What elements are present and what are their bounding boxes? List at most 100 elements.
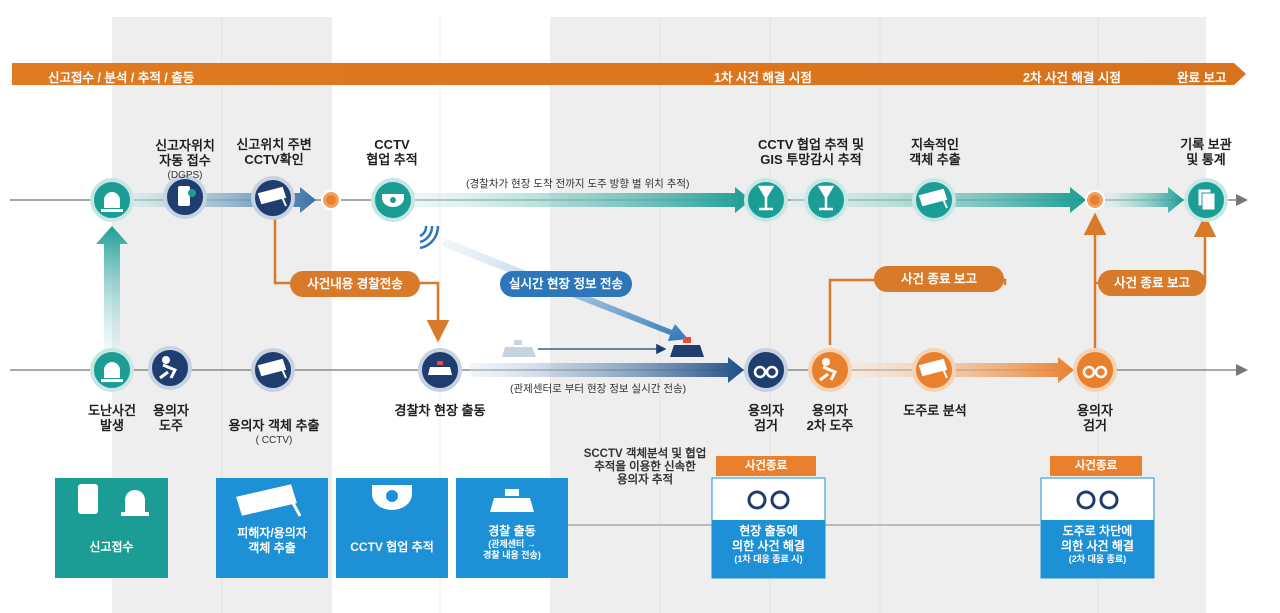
label-extract: 용의자 객체 추출 ( CCTV)	[214, 404, 334, 461]
label-flee: 용의자 도주	[153, 403, 189, 433]
node-continuous	[912, 178, 956, 222]
cctv-camera-icon	[918, 188, 948, 209]
note-top-line: (경찰차가 현장 도착 전까지 도주 방향 별 위치 추적)	[466, 178, 690, 190]
label-extract-title: 용의자 객체 추출	[228, 417, 320, 433]
label-extract-sub: ( CCTV)	[255, 434, 293, 446]
label-continuous: 지속적인 객체 추출	[909, 137, 961, 167]
label-records: 기록 보관 및 통계	[1180, 137, 1232, 167]
card-report-bg	[55, 478, 168, 578]
card-police-label: 경찰 출동	[488, 524, 536, 538]
node-arrest2	[1073, 348, 1117, 392]
pill-realtime: 실시간 현장 정보 전송	[500, 271, 632, 297]
node-police-car	[418, 348, 462, 392]
note-bottom-line: (관제센터로 부터 현장 정보 실시간 전송)	[510, 383, 687, 395]
pill-transmit: 사건내용 경찰전송	[290, 271, 420, 297]
cctv-camera-icon	[918, 358, 948, 379]
card-cctv: CCTV 협업 추적	[336, 520, 448, 578]
card-resolve1-tag: 사건종료	[716, 456, 816, 476]
label-dispatch: 경찰차 현장 출동	[394, 403, 486, 418]
note-scctv: SCCTV 객체분석 및 협업 추적을 이용한 신속한 용의자 추적	[583, 448, 707, 487]
police-car-icon	[428, 367, 452, 375]
node-gps	[163, 175, 207, 219]
banner-first-resolution: 1차 사건 해결 시점	[714, 71, 812, 85]
pill-end-report-1: 사건 종료 보고	[874, 266, 1004, 292]
label-cctv-check: 신고위치 주변 CCTV확인	[236, 137, 312, 167]
siren-icon	[101, 362, 123, 382]
node-route	[912, 348, 956, 392]
banner-complete: 완료 보고	[1177, 71, 1227, 85]
node-alarm-top	[90, 178, 134, 222]
banner-left-label: 신고접수 / 분석 / 추적 / 출동	[48, 71, 195, 85]
card-resolve2-tag: 사건종료	[1050, 456, 1142, 476]
node-alarm-bottom	[90, 348, 134, 392]
flow-arrow-bottom-2	[850, 357, 1074, 383]
milestone-dot-core	[326, 195, 336, 205]
label-gps-report-sub: (DGPS)	[167, 169, 203, 181]
label-route: 도주로 분석	[903, 403, 967, 418]
card-resolve2-bg	[1040, 477, 1155, 579]
police-car-ghost-icon	[502, 347, 536, 357]
card-cctv-bg	[336, 478, 448, 578]
card-victim-bg	[216, 478, 328, 578]
label-gps-report-title: 신고자위치 자동 접수	[155, 137, 215, 168]
handcuffs-icon	[1076, 490, 1096, 510]
siren-icon	[101, 192, 123, 212]
card-resolve2: 도주로 차단에 의한 사건 해결 (2차 대응 종료)	[1041, 520, 1154, 578]
card-resolve2-label: 도주로 차단에 의한 사건 해결	[1061, 524, 1134, 553]
handcuffs-icon	[753, 365, 767, 379]
card-cctv-label: CCTV 협업 추적	[350, 540, 434, 554]
card-police-small: (관제센터 → 경찰 내용 전송)	[483, 539, 541, 560]
car-ghost	[502, 340, 536, 357]
card-report-label: 신고접수	[89, 540, 134, 554]
signal-icon	[419, 225, 440, 250]
banner-second-resolution: 2차 사건 해결 시점	[1023, 71, 1121, 85]
flow-arrow-top-2	[408, 187, 751, 213]
node-extract	[251, 348, 295, 392]
label-gis-track: CCTV 협업 추적 및 GIS 투망감시 추적	[757, 137, 865, 167]
label-cctv-track: CCTV 협업 추적	[366, 137, 418, 167]
timeline-banner	[12, 63, 1246, 85]
cctv-camera-icon	[257, 358, 287, 379]
label-theft: 도난사건 발생	[88, 403, 136, 433]
card-resolve1-small: (1차 대응 종료 시)	[734, 554, 803, 564]
handcuffs-icon	[1082, 365, 1096, 379]
gis-camera-icon	[757, 185, 775, 211]
node-cctv-check	[251, 176, 295, 220]
card-victim: 피해자/용의자 객체 추출	[216, 520, 328, 578]
card-police-bg	[456, 478, 568, 578]
car-target	[670, 337, 704, 357]
node-flee2	[808, 348, 852, 392]
handcuffs-icon	[747, 490, 767, 510]
label-arrest2: 용의자 검거	[1077, 403, 1113, 433]
flow-arrow-bottom-1	[470, 357, 744, 383]
card-report: 신고접수	[55, 520, 168, 578]
police-car-icon	[490, 498, 534, 512]
node-gis	[744, 178, 788, 222]
node-records	[1184, 178, 1228, 222]
milestone-dot-core	[1090, 195, 1100, 205]
runner-icon	[162, 356, 170, 364]
node-arrest1	[744, 348, 788, 392]
card-resolve1-label: 현장 출동에 의한 사건 해결	[732, 524, 805, 553]
card-resolve2-small: (2차 대응 종료)	[1068, 554, 1127, 564]
gis-camera-icon	[817, 185, 835, 211]
node-flee	[148, 346, 192, 390]
cctv-camera-icon	[257, 186, 287, 207]
card-police: 경찰 출동 (관제센터 → 경찰 내용 전송)	[456, 520, 568, 578]
flow-arrow-top-4	[1104, 187, 1184, 213]
card-resolve1-bg	[711, 477, 826, 579]
phone-icon	[178, 186, 190, 206]
node-cctv-track	[371, 178, 415, 222]
label-arrest1: 용의자 검거	[748, 403, 784, 433]
flow-arrow-up	[96, 226, 128, 352]
label-flee2: 용의자 2차 도주	[806, 403, 854, 433]
siren-icon	[121, 490, 149, 516]
police-car-icon	[670, 345, 704, 357]
cctv-camera-icon	[236, 484, 302, 517]
card-victim-label: 피해자/용의자 객체 추출	[237, 526, 307, 555]
label-gps-report: 신고자위치 자동 접수 (DGPS)	[130, 124, 240, 196]
node-gis-2	[804, 178, 848, 222]
runner-icon	[822, 358, 830, 366]
